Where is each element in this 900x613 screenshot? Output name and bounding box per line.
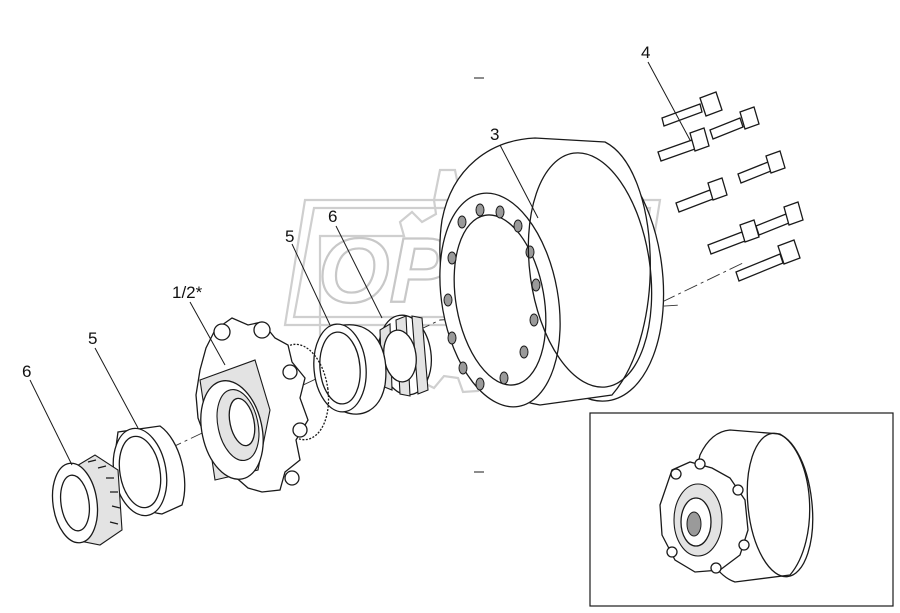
- leader-1-2: [189, 301, 226, 366]
- leader-6-outer: [29, 379, 73, 466]
- callout-3: 3: [490, 125, 499, 144]
- wheel-stud: [657, 127, 710, 162]
- registration-mark: [474, 77, 484, 473]
- callout-4: 4: [641, 43, 650, 62]
- callout-1-2: 1/2*: [172, 283, 203, 302]
- wheel-stud: [675, 177, 728, 213]
- brake-drum: [439, 137, 665, 408]
- wheel-stud: [735, 239, 801, 282]
- outer-bearing-cup: [112, 425, 186, 517]
- wheel-stud: [661, 91, 723, 127]
- wheel-stud: [737, 150, 786, 184]
- callout-5-inner: 5: [285, 227, 294, 246]
- callout-labels: 1/2* 3 4 5 5 6 6: [22, 43, 650, 381]
- wheel-stud: [709, 106, 760, 140]
- wheel-studs: [657, 91, 804, 282]
- outer-bearing-cone: [51, 454, 123, 546]
- leader-5-outer: [94, 347, 139, 429]
- inner-bearing-cone: [378, 314, 432, 397]
- leader-4: [647, 61, 691, 141]
- leader-lines: [29, 61, 691, 466]
- wheel-stud: [707, 219, 760, 255]
- drum-bolt-holes: [443, 203, 541, 391]
- leader-3: [499, 144, 539, 219]
- callout-6-outer: 6: [22, 362, 31, 381]
- assembled-view-inset: [589, 412, 894, 607]
- wheel-hub: [195, 317, 330, 493]
- inner-bearing-cup: [313, 323, 387, 415]
- leader-5-inner: [291, 243, 331, 326]
- callout-6-inner: 6: [328, 207, 337, 226]
- leader-6-inner: [335, 225, 383, 319]
- wheel-stud: [755, 201, 804, 236]
- bolt-axis: [661, 261, 746, 303]
- callout-5-outer: 5: [88, 329, 97, 348]
